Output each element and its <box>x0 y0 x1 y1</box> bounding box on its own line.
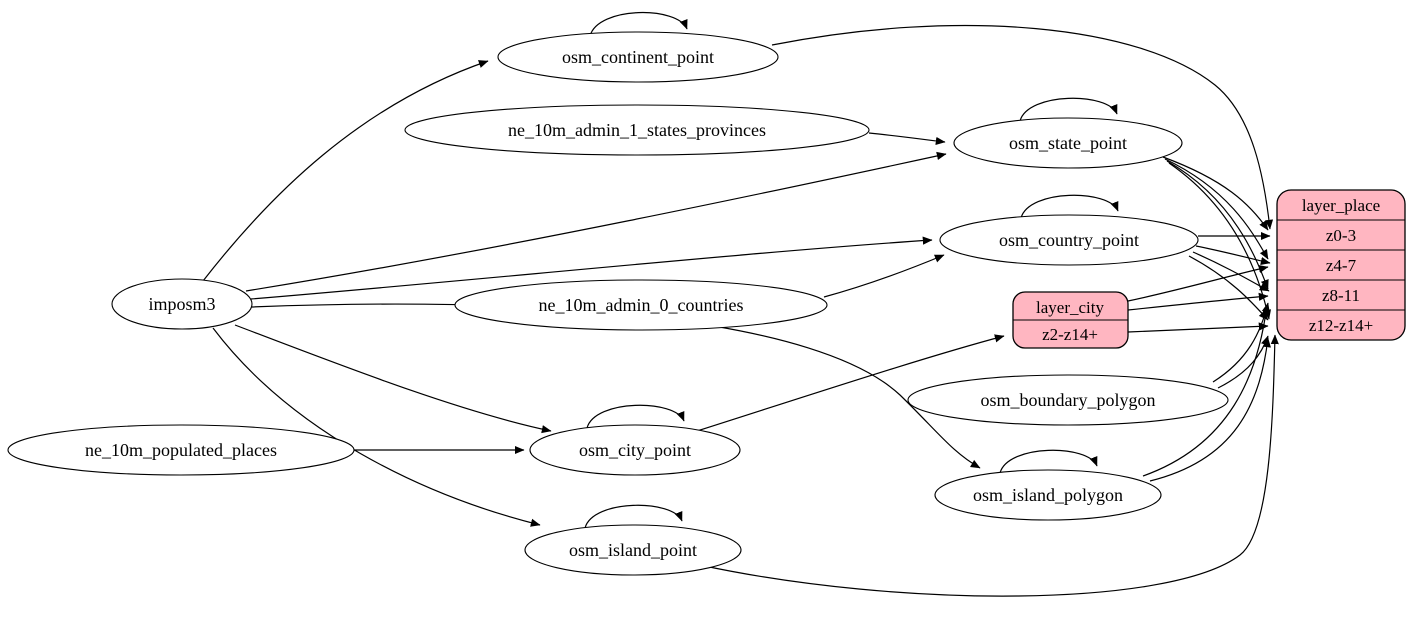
edge-imposm3-to-osm_city_point <box>234 324 552 434</box>
osm_continent_point-label: osm_continent_point <box>562 47 714 67</box>
node-osm_island_point: osm_island_point <box>524 524 742 576</box>
edge-osm_island_polygon-to-layer_place-z8-11 <box>1142 304 1270 477</box>
layer_city-title: layer_city <box>1036 298 1104 317</box>
osm_boundary_polygon-shape <box>907 374 1229 426</box>
osm_continent_point-shape <box>497 31 779 83</box>
layer_place-row-z4-7: z4-7 <box>1326 256 1357 275</box>
layer_place-shape <box>1276 189 1406 341</box>
selfloop-osm_state_point <box>1019 97 1118 122</box>
layer_place-title: layer_place <box>1302 196 1380 215</box>
edge-imposm3-to-osm_continent_point <box>202 60 489 282</box>
node-ne_10m_admin_0_countries: ne_10m_admin_0_countries <box>454 279 828 331</box>
node-osm_country_point: osm_country_point <box>939 214 1199 266</box>
edge-imposm3-to-osm_island_point <box>212 327 541 527</box>
selfloop-osm_island_polygon <box>999 449 1098 474</box>
node-osm_continent_point: osm_continent_point <box>497 31 779 83</box>
edge-layer_city-to-layer_place-z8-11 <box>1127 292 1269 311</box>
edge-ne_10m_admin_0_countries-to-osm_country_point <box>823 254 945 298</box>
node-osm_boundary_polygon: osm_boundary_polygon <box>907 374 1229 426</box>
edge-osm_country_point-to-layer_place-z8-11 <box>1192 251 1270 292</box>
ne_10m_admin_1_states_provinces-shape <box>404 104 870 156</box>
edge-osm_boundary_polygon-to-layer_place-z12-z14 <box>1217 335 1269 389</box>
edge-layer_city-to-layer_place-z12-z14 <box>1127 322 1269 333</box>
osm_state_point-shape <box>953 117 1183 169</box>
ne_10m_populated_places-label: ne_10m_populated_places <box>85 440 277 460</box>
edge-imposm3-to-osm_country_point <box>250 236 933 300</box>
ne_10m_populated_places-shape <box>7 424 355 476</box>
node-ne_10m_admin_1_states_provinces: ne_10m_admin_1_states_provinces <box>404 104 870 156</box>
node-osm_island_polygon: osm_island_polygon <box>934 469 1162 521</box>
edge-osm_continent_point-to-layer_place-z0-3 <box>771 24 1274 230</box>
node-layer_place: layer_place z0-3 z4-7 z8-11 z12-z14+ <box>1276 189 1406 341</box>
edge-ne_10m_admin_1_states_provinces-to-osm_state_point <box>868 132 946 145</box>
osm_island_polygon-label: osm_island_polygon <box>973 485 1123 505</box>
osm_island_polygon-shape <box>934 469 1162 521</box>
node-imposm3: imposm3 <box>111 278 253 330</box>
osm_country_point-shape <box>939 214 1199 266</box>
imposm3-label: imposm3 <box>148 294 215 314</box>
selfloop-osm_continent_point <box>589 12 688 37</box>
edge-osm_state_point-to-layer_place-z8-11 <box>1166 160 1269 290</box>
edge-osm_country_point-to-layer_place-z4-7 <box>1195 245 1271 265</box>
edge-osm_city_point-to-layer_city-z2-z14 <box>696 334 1005 432</box>
selfloop-osm_city_point <box>586 404 685 429</box>
osm_state_point-label: osm_state_point <box>1009 133 1127 153</box>
osm_city_point-label: osm_city_point <box>579 440 691 460</box>
selfloop-osm_country_point <box>1020 194 1119 219</box>
edge-osm_country_point-to-layer_place-z12-z14 <box>1188 255 1269 321</box>
layer_place-row-z0-3: z0-3 <box>1326 226 1356 245</box>
edge-osm_state_point-to-layer_place-z4-7 <box>1164 158 1269 260</box>
imposm3-shape <box>111 278 253 330</box>
osm_island_point-shape <box>524 524 742 576</box>
ne_10m_admin_0_countries-label: ne_10m_admin_0_countries <box>539 295 744 315</box>
layer_place-row-z8-11: z8-11 <box>1322 286 1360 305</box>
node-layer_city: layer_city z2-z14+ <box>1012 291 1129 349</box>
node-ne_10m_populated_places: ne_10m_populated_places <box>7 424 355 476</box>
node-osm_city_point: osm_city_point <box>529 424 741 476</box>
layer_city-row-z2-z14: z2-z14+ <box>1042 325 1098 344</box>
selfloop-osm_island_point <box>584 504 683 529</box>
edge-imposm3-to-osm_state_point <box>245 151 947 292</box>
osm_city_point-shape <box>529 424 741 476</box>
edges <box>202 12 1279 597</box>
ne_10m_admin_0_countries-shape <box>454 279 828 331</box>
edge-osm_island_polygon-to-layer_place-z12-z14 <box>1149 337 1271 482</box>
edge-osm_state_point-to-layer_place-z0-3 <box>1162 156 1269 231</box>
edge-layer_city-to-layer_place-z4-7 <box>1127 265 1269 302</box>
ne_10m_admin_1_states_provinces-label: ne_10m_admin_1_states_provinces <box>508 120 766 140</box>
osm_island_point-label: osm_island_point <box>569 540 697 560</box>
node-osm_state_point: osm_state_point <box>953 117 1183 169</box>
layer_place-row-z12-z14: z12-z14+ <box>1309 316 1373 335</box>
osm_boundary_polygon-label: osm_boundary_polygon <box>981 390 1156 410</box>
edge-imposm3-to-osm_island_polygon <box>250 303 981 469</box>
edge-osm_island_point-to-layer_place-z12-z14 <box>699 334 1279 597</box>
osm_country_point-label: osm_country_point <box>999 230 1139 250</box>
